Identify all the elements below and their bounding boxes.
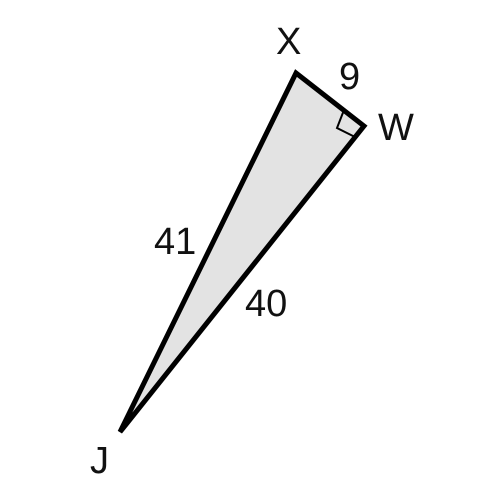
side-label-xw: 9	[339, 56, 360, 98]
triangle-xwj	[117, 69, 368, 434]
side-label-wj: 40	[245, 283, 287, 325]
side-label-xj: 41	[154, 221, 196, 263]
right-angle-marker	[335, 109, 356, 138]
vertex-label-x: X	[276, 21, 301, 63]
vertex-label-j: J	[90, 440, 109, 482]
vertex-label-w: W	[378, 107, 414, 149]
